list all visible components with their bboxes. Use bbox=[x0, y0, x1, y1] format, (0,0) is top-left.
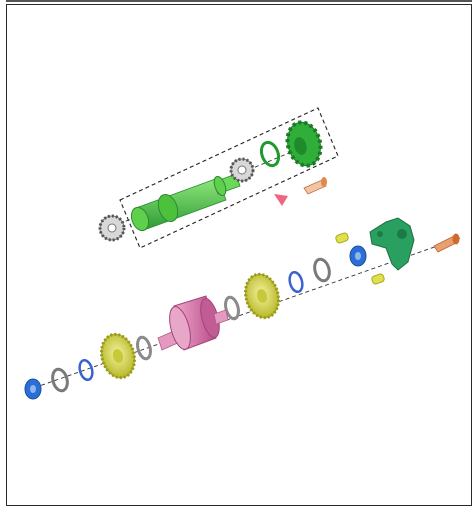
right-yellow-gear bbox=[244, 272, 280, 320]
upper-left-gear bbox=[98, 214, 126, 242]
small-pink-clip bbox=[274, 194, 288, 206]
top-border-line bbox=[6, 0, 472, 2]
left-gray-washer bbox=[51, 367, 69, 393]
upper-assembly-dashed-box bbox=[119, 107, 339, 249]
upper-middle-gear bbox=[229, 157, 255, 183]
right-orange-pin bbox=[433, 233, 460, 253]
lower-centerline bbox=[27, 237, 461, 391]
yellow-sleeve-bottom bbox=[371, 273, 385, 285]
left-blue-ring bbox=[78, 358, 94, 382]
green-spur-gear bbox=[285, 120, 323, 168]
left-blue-bushing bbox=[24, 378, 42, 400]
upper-orange-pin bbox=[303, 177, 327, 195]
green-bracket bbox=[369, 217, 415, 271]
left-yellow-gear bbox=[100, 332, 136, 380]
middle-left-gray-washer bbox=[136, 335, 152, 361]
right-blue-ring bbox=[288, 270, 304, 294]
green-shaft bbox=[130, 173, 241, 232]
right-gray-washer bbox=[313, 257, 331, 283]
green-snap-ring bbox=[259, 140, 281, 168]
right-blue-bushing bbox=[349, 245, 367, 267]
yellow-sleeve-top bbox=[335, 232, 349, 244]
pink-center-hub bbox=[157, 295, 229, 351]
